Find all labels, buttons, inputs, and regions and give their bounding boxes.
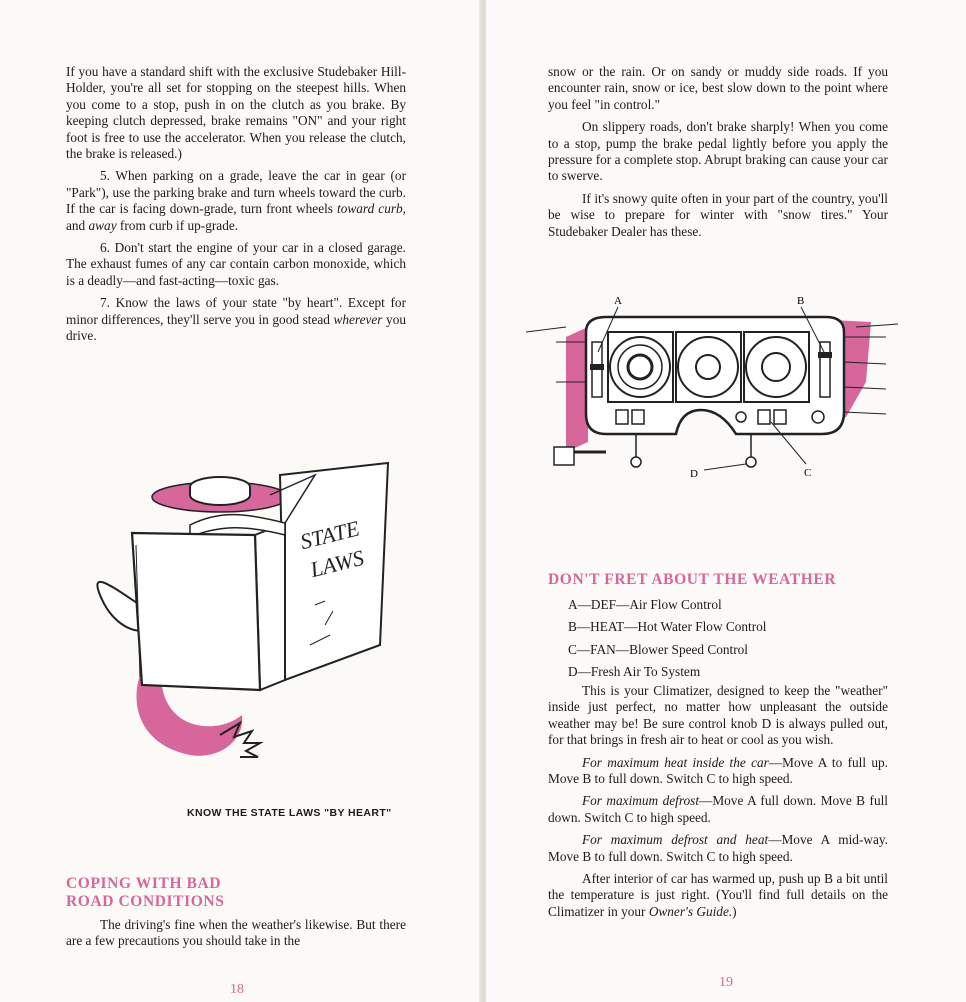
page-number-right: 19 bbox=[719, 975, 733, 990]
left-top-text: If you have a standard shift with the ex… bbox=[66, 64, 406, 351]
center-gauge bbox=[677, 336, 739, 398]
slider-b-heat bbox=[819, 341, 831, 398]
diagram-label-b: B bbox=[797, 295, 804, 307]
feet-fringe bbox=[219, 720, 264, 758]
pink-shading-left bbox=[566, 327, 588, 452]
paragraph-snow-tires: If it's snowy quite often in your part o… bbox=[548, 190, 888, 239]
paragraph-max-heat: For maximum heat inside the car—Move A t… bbox=[548, 754, 888, 787]
knob-d-fresh-air bbox=[745, 456, 757, 468]
switch-c-fan bbox=[757, 409, 771, 425]
paragraph-slippery-roads: On slippery roads, don't brake sharply! … bbox=[548, 119, 888, 184]
paragraph-snow-rain: snow or the rain. Or on sandy or muddy s… bbox=[548, 64, 888, 112]
book-gutter bbox=[479, 0, 488, 1002]
legend-item-d: D—Fresh Air To System bbox=[568, 664, 701, 680]
legend-item-a: A—DEF—Air Flow Control bbox=[568, 597, 722, 612]
paragraph-max-defrost-heat: For maximum defrost and heat—Move A mid-… bbox=[548, 832, 888, 864]
legend-item-b: B—HEAT—Hot Water Flow Control bbox=[568, 619, 767, 635]
paragraph-garage-engine: 6. Don't start the engine of your car in… bbox=[66, 240, 406, 288]
paragraph-warmed-up: After interior of car has warmed up, pus… bbox=[548, 871, 888, 919]
heading-coping-line1: COPING WITH BAD bbox=[66, 875, 222, 892]
climatizer-legend: A—DEF—Air Flow Control B—HEAT—Hot Water … bbox=[548, 597, 888, 687]
paragraph-climatizer-intro: This is your Climatizer, designed to kee… bbox=[548, 683, 888, 748]
heading-weather: DON'T FRET ABOUT THE WEATHER bbox=[548, 571, 837, 588]
paragraph-bad-roads: The driving's fine when the weather's li… bbox=[66, 917, 406, 949]
book-front bbox=[130, 531, 262, 692]
state-laws-illustration: STATE LAWS bbox=[96, 461, 390, 758]
pink-legs bbox=[136, 675, 243, 756]
heading-coping-line2: ROAD CONDITIONS bbox=[66, 893, 225, 910]
climatizer-dashboard-diagram: A B C D bbox=[526, 295, 899, 480]
heading-coping: COPING WITH BAD ROAD CONDITIONS bbox=[66, 875, 224, 911]
legend-item-c: C—FAN—Blower Speed Control bbox=[568, 641, 748, 657]
paragraph-max-defrost: For maximum defrost—Move A full down. Mo… bbox=[548, 793, 888, 825]
speedometer-gauge bbox=[609, 336, 671, 398]
left-page: If you have a standard shift with the ex… bbox=[0, 0, 481, 1002]
illustration-caption: KNOW THE STATE LAWS "BY HEART" bbox=[187, 807, 392, 819]
climatizer-instructions: This is your Climatizer, designed to kee… bbox=[548, 683, 888, 926]
diagram-label-a: A bbox=[614, 295, 622, 307]
right-page: snow or the rain. Or on sandy or muddy s… bbox=[486, 0, 966, 1002]
diagram-label-c: C bbox=[804, 467, 811, 479]
paragraph-state-laws: 7. Know the laws of your state "by heart… bbox=[66, 295, 406, 344]
right-top-text: snow or the rain. Or on sandy or muddy s… bbox=[548, 64, 888, 246]
diagram-label-d: D bbox=[690, 468, 698, 480]
paragraph-parking-grade: 5. When parking on a grade, leave the ca… bbox=[66, 168, 406, 233]
page-number-left: 18 bbox=[230, 982, 244, 997]
paragraph-hill-holder: If you have a standard shift with the ex… bbox=[66, 64, 406, 162]
book-pages bbox=[189, 513, 286, 539]
right-gauge bbox=[745, 336, 807, 398]
